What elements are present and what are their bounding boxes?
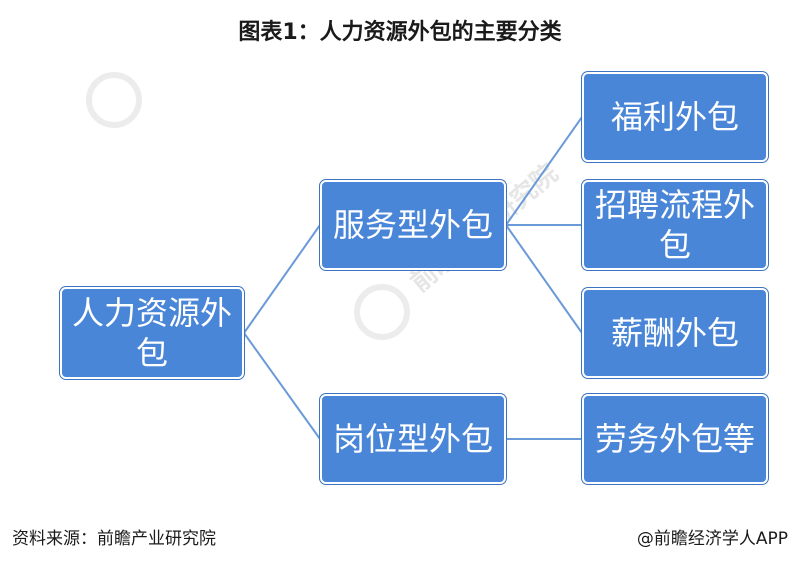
connector-service-welfare (505, 116, 583, 226)
watermark-logo-icon (86, 72, 142, 128)
node-welfare-outsourcing: 福利外包 (582, 72, 768, 162)
watermark-logo-icon (354, 284, 410, 340)
node-labor-outsourcing: 劳务外包等 (582, 394, 768, 484)
connector-root-service (243, 224, 321, 334)
chart-title: 图表1：人力资源外包的主要分类 (238, 20, 562, 45)
connector-root-post (243, 332, 321, 440)
node-service-outsourcing: 服务型外包 (320, 180, 506, 270)
node-recruitment-outsourcing: 招聘流程外包 (582, 180, 768, 270)
node-salary-outsourcing: 薪酬外包 (582, 288, 768, 378)
connector-service-salary (505, 224, 583, 334)
node-hr-outsourcing: 人力资源外包 (60, 287, 244, 379)
node-post-outsourcing: 岗位型外包 (320, 394, 506, 484)
source-note: 资料来源：前瞻产业研究院 (12, 529, 216, 549)
credit-note: @前瞻经济学人APP (636, 529, 788, 549)
